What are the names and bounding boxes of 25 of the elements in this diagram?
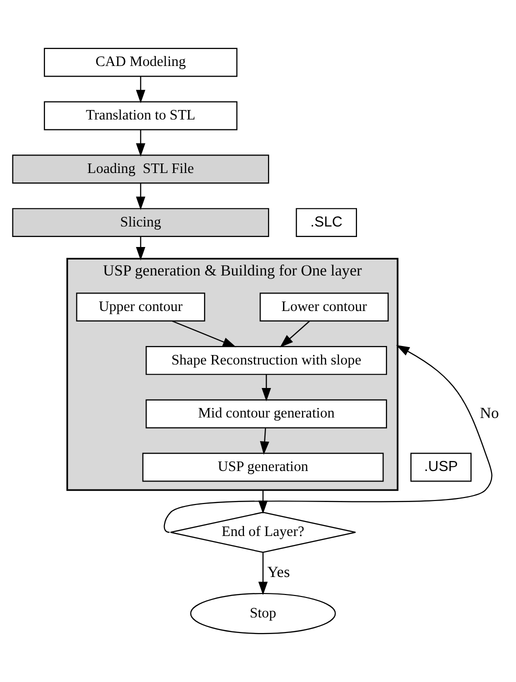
arrow	[280, 320, 310, 348]
arrow	[258, 552, 268, 596]
node-box: CAD Modeling	[44, 48, 238, 77]
node-box: Shape Reconstruction with slope	[146, 346, 388, 375]
node-box: USP generation	[142, 452, 384, 482]
node-box: Upper contour	[76, 292, 206, 322]
node-box: Translation to STL	[44, 101, 238, 130]
node-box: Mid contour generation	[146, 399, 388, 428]
arrow	[136, 76, 146, 104]
arrow	[172, 320, 236, 348]
node-box: .SLC	[296, 208, 357, 237]
arrow	[136, 130, 146, 157]
node-diamond: End of Layer?	[170, 512, 356, 553]
node-box: Loading STL File	[12, 154, 270, 184]
node-box: Slicing	[12, 208, 270, 237]
node-box: .USP	[410, 452, 472, 482]
arrow	[136, 183, 146, 210]
node-ellipse: Stop	[190, 592, 336, 634]
node-box: Lower contour	[260, 292, 389, 322]
arrow	[164, 345, 492, 533]
edge-label: No	[480, 404, 499, 422]
arrow	[136, 236, 146, 260]
arrow	[260, 428, 270, 455]
arrow	[262, 374, 272, 402]
edge-label: Yes	[267, 564, 290, 582]
